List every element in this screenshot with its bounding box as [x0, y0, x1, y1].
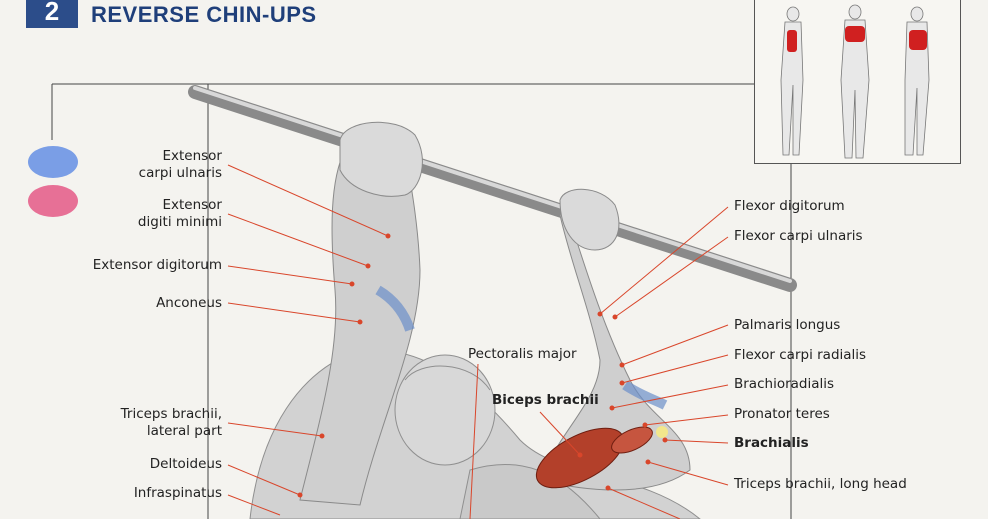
- muscle-overview-thumbnail: [754, 0, 961, 164]
- secondary-muscle-legend-dot: [28, 146, 78, 178]
- leader-lines-left: [227, 164, 391, 516]
- right-arm: [539, 188, 691, 491]
- tendon-marker: [656, 426, 668, 438]
- label-deltoideus: Deltoideus: [149, 456, 222, 472]
- label-biceps-brachii: Biceps brachii: [492, 392, 599, 408]
- leader-lines-center: [469, 363, 583, 519]
- leader-lines-right: [597, 206, 729, 519]
- label-flexor-carpi-radialis: Flexor carpi radialis: [734, 347, 867, 363]
- biceps-highlight: [535, 426, 668, 489]
- label-triceps-long-head: Triceps brachii, long head: [734, 476, 907, 492]
- head: [394, 354, 496, 466]
- label-anconeus: Anconeus: [156, 295, 222, 311]
- step-number-badge: 2: [26, 0, 78, 28]
- label-flexor-digitorum: Flexor digitorum: [734, 198, 845, 214]
- label-infraspinatus: Infraspinatus: [133, 485, 222, 501]
- label-triceps-lateral: Triceps brachii, lateral part: [120, 406, 222, 439]
- left-arm: [299, 121, 423, 506]
- label-extensor-digiti-minimi: Extensor digiti minimi: [137, 197, 222, 230]
- label-pectoralis-major: Pectoralis major: [468, 346, 577, 362]
- page-title: REVERSE CHIN-UPS: [91, 2, 317, 27]
- primary-muscle-legend-dot: [28, 185, 78, 217]
- label-brachioradialis: Brachioradialis: [734, 376, 835, 392]
- label-pronator-teres: Pronator teres: [734, 406, 830, 422]
- label-extensor-carpi-ulnaris: Extensor carpi ulnaris: [138, 148, 222, 181]
- label-flexor-carpi-ulnaris: Flexor carpi ulnaris: [734, 228, 863, 244]
- label-brachialis: Brachialis: [734, 435, 809, 451]
- figures-icon: [780, 4, 930, 159]
- label-extensor-digitorum: Extensor digitorum: [92, 257, 222, 273]
- pullup-bar: [188, 85, 797, 292]
- label-palmaris-longus: Palmaris longus: [734, 317, 841, 333]
